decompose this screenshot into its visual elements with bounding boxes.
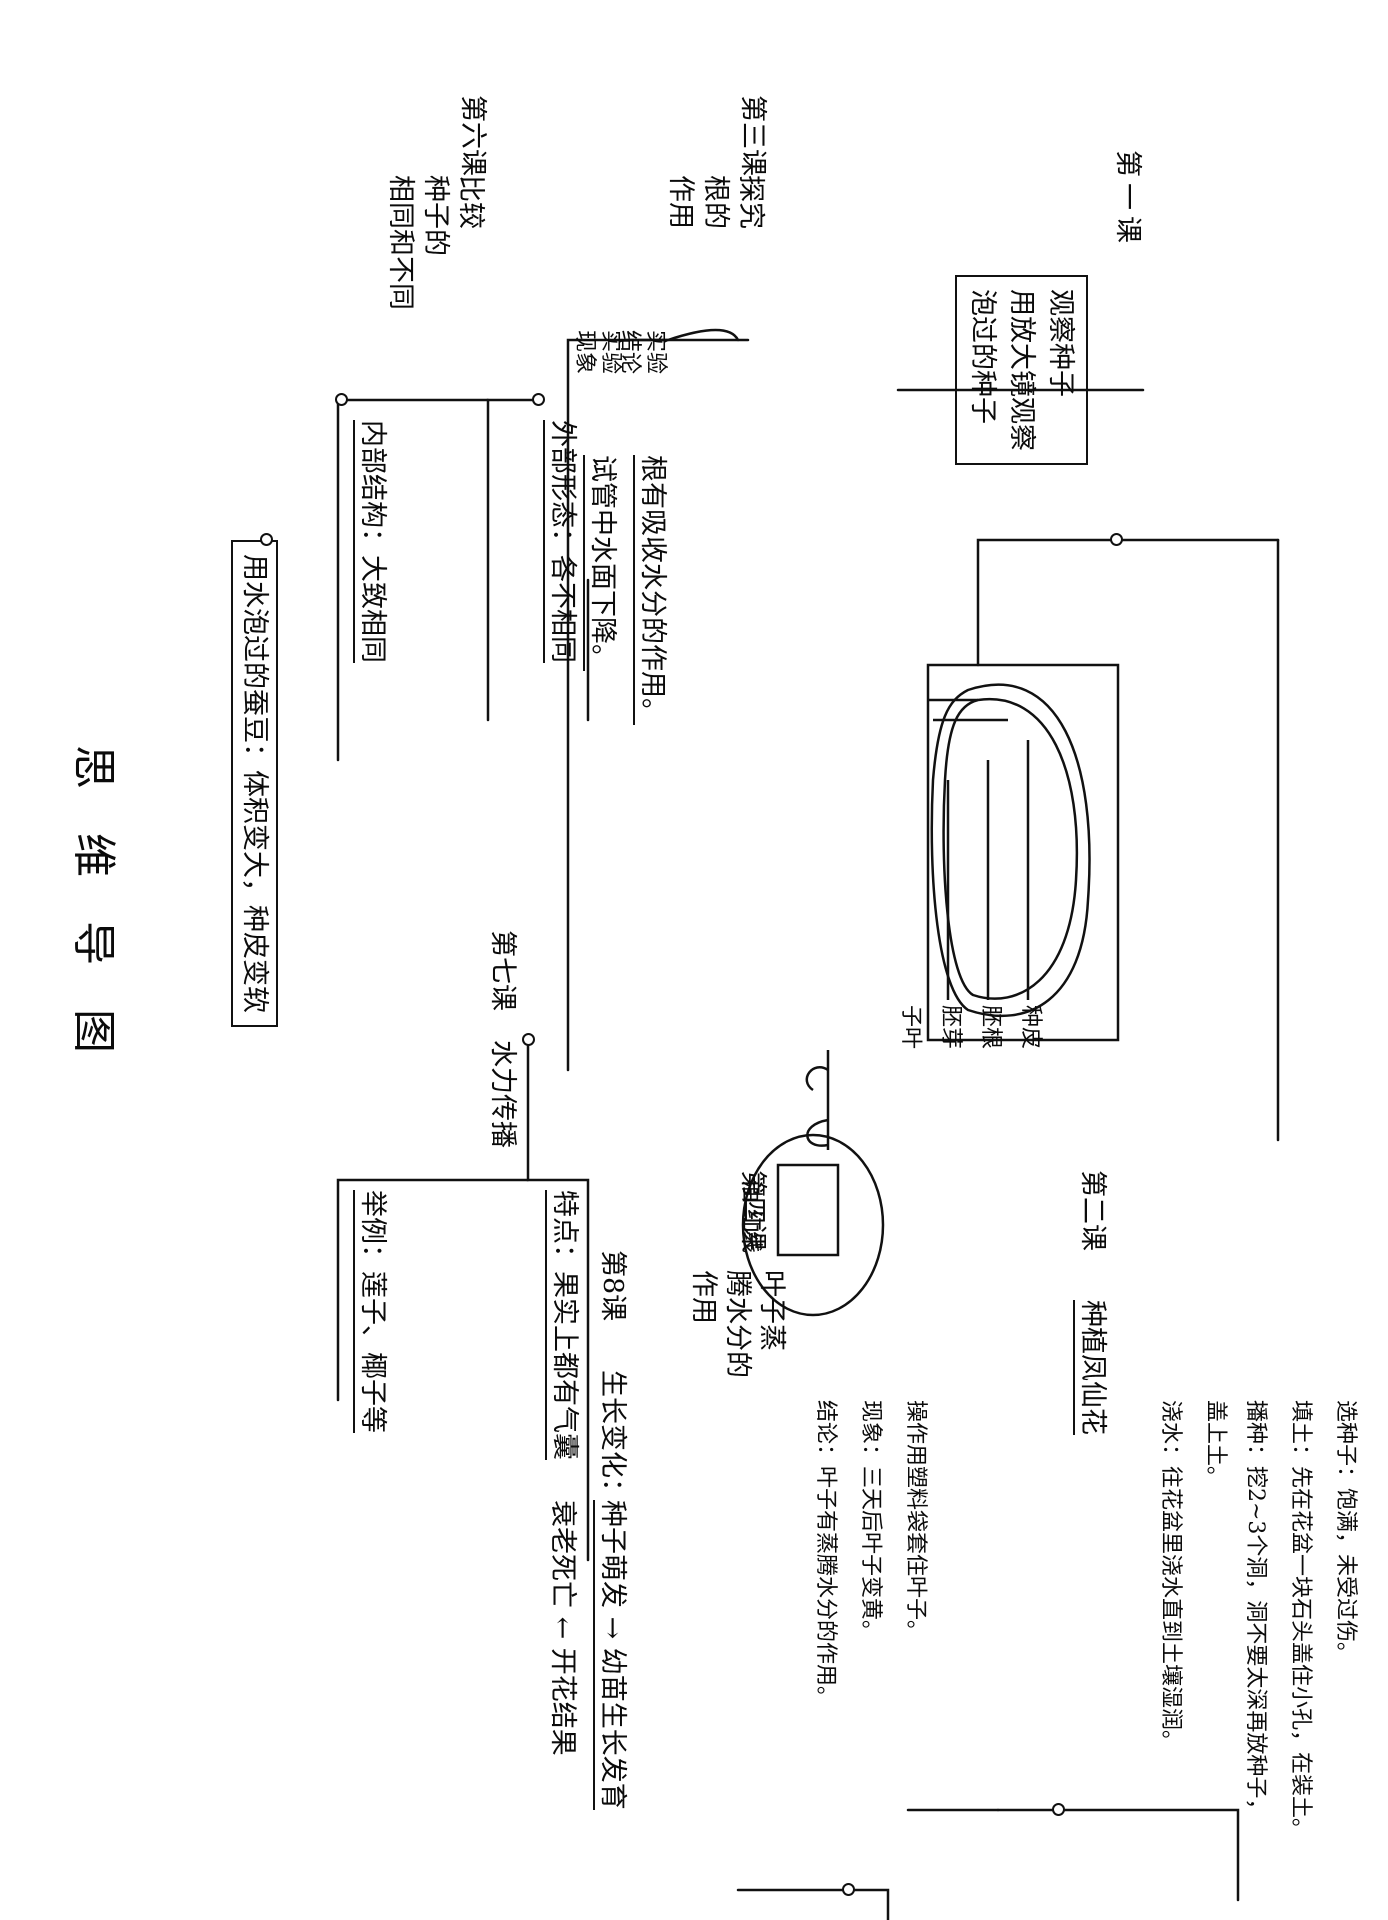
lesson7-topic-1: 水 (487, 1040, 518, 1067)
lesson4-phenomenon: 现象：三天后叶子变黄。 (858, 1400, 883, 1643)
cotyledon-label: 子叶 (898, 1005, 923, 1050)
lesson4-top (846, 1888, 890, 1920)
lesson6-inner-node (335, 393, 348, 406)
lesson4-topic-line2: 腾水分的 (722, 1270, 754, 1378)
lesson3-conclusion-label-2: 结论 (616, 330, 642, 375)
lesson2-row1: 选种子：饱满，未受过伤。 (1333, 1400, 1358, 1665)
lesson4-topic-line3: 作用 (688, 1270, 720, 1324)
plumule-label: 胚芽 (938, 1005, 963, 1050)
lesson2-label: 第二课 (1077, 1170, 1108, 1251)
seedling-circle (741, 1133, 885, 1317)
lesson1-topic-line2: 用放大镜观察 (1005, 289, 1037, 451)
lesson3-conclusion: 根有吸收水分的作用。 (632, 455, 668, 725)
lesson7-feature: 特点：果实上都有气囊 (544, 1190, 580, 1460)
seed-coat-label: 种皮 (1018, 1005, 1043, 1050)
lesson7-feature (526, 1038, 590, 1562)
soaked-node (260, 533, 273, 546)
seedling-leaf-2 (806, 1118, 829, 1147)
lesson2-row2: 填土：先在花盆一块石头盖住小孔，在装土。 (1288, 1400, 1313, 1841)
lesson2-row3a: 播种：挖2~3个洞，洞不要太深再放种子， (1243, 1400, 1268, 1821)
tube-frame (776, 1163, 840, 1257)
lesson4-node (842, 1883, 855, 1896)
lesson7-topic: 水力传播 (486, 1040, 518, 1148)
lesson2-node (1052, 1803, 1065, 1816)
lesson2-top (1056, 1808, 1240, 1902)
seed-diagram-frame (926, 663, 1120, 1042)
lesson3-phenomenon: 试管中水面下降。 (582, 455, 618, 671)
lesson6-topic-line2: 种子的 (419, 175, 451, 256)
lesson7-topic-3: 传播 (487, 1094, 518, 1148)
lesson1-topic-line1: 观察种子 (1045, 289, 1076, 397)
lesson3-topic: 探究 根的 作用 (663, 175, 768, 229)
lesson1-topic-box: 观察种子 用放大镜观察 泡过的种子 (954, 275, 1088, 465)
lesson3-topic-line1: 探究 (735, 175, 766, 229)
lesson7-label: 第七课 (487, 930, 518, 1011)
lesson4-label: 第四课 (737, 1170, 768, 1251)
lesson6-topic: 比较 种子的 相同和不同 (383, 175, 488, 310)
lesson2-topic: 种植凤仙花 (1072, 1300, 1108, 1435)
lesson7-example (336, 1178, 530, 1402)
lesson2-row3b: 盖上土。 (1203, 1400, 1228, 1489)
soaked-seed-box: 用水泡过的蚕豆：体积变大，种皮变软 (230, 540, 278, 1027)
lesson6-inner: 内部结构：大致相同 (352, 420, 388, 663)
seedling-leaf-1 (805, 1066, 829, 1092)
lesson6-node (532, 393, 545, 406)
lesson3-conclusion-label: 实验 结论 (615, 330, 668, 374)
lesson3-topic-line2: 根的 (699, 175, 731, 229)
lesson6-topic-line1: 比较 (455, 175, 486, 229)
lesson3-trunk (566, 338, 750, 1072)
lesson7-example: 举例：莲子、椰子等 (352, 1190, 388, 1433)
lesson2-row4: 浇水：往花盆里浇水直到土壤湿润。 (1158, 1400, 1183, 1753)
diagram-branch (976, 538, 1118, 667)
lesson6-label: 第六课 (457, 95, 488, 176)
lesson4-method: 操作用塑料袋套住叶子。 (903, 1400, 928, 1643)
lesson8-line1: 种子萌发 → 幼苗生长发育 (592, 1500, 628, 1810)
seed-diagram (926, 663, 1120, 1042)
lesson4-conclusion: 结论：叶子有蒸腾水分的作用。 (813, 1400, 838, 1709)
lesson3-phenomenon-label-2: 现象 (571, 330, 597, 375)
lesson6-topic-line3: 相同和不同 (384, 175, 416, 310)
lesson7-topic-2: 力 (487, 1067, 518, 1094)
lesson4-topic: 叶子蒸 腾水分的 作用 (687, 1270, 788, 1378)
lesson6-trunk (486, 398, 540, 722)
lesson8-topic: 生长变化： (597, 1370, 628, 1505)
lesson1-node (1110, 533, 1123, 546)
lesson3-conclusion-label-1: 实验 (643, 330, 668, 375)
lesson8-line2: 衰老死亡 ← 开花结果 (547, 1500, 578, 1756)
page-title: 思维导图 (68, 745, 119, 1097)
lesson3-topic-line3: 作用 (664, 175, 696, 229)
radicle-label: 胚根 (978, 1005, 1003, 1050)
lesson1-topic-line3: 泡过的种子 (966, 289, 998, 424)
lesson1-label: 第一课 (1112, 150, 1143, 249)
lesson3-bracket (624, 328, 740, 342)
lesson3-label: 第三课 (737, 95, 768, 176)
seed-inner-outline (942, 697, 1079, 1000)
lesson4-topic-line1: 叶子蒸 (756, 1270, 787, 1351)
lesson6-outer: 外部形态：各不相同 (542, 420, 578, 663)
lesson7-node (522, 1033, 535, 1046)
seedling-sketch (741, 1050, 885, 1317)
lesson8-label: 第8课 (597, 1250, 628, 1322)
seed-outline (930, 683, 1091, 1018)
